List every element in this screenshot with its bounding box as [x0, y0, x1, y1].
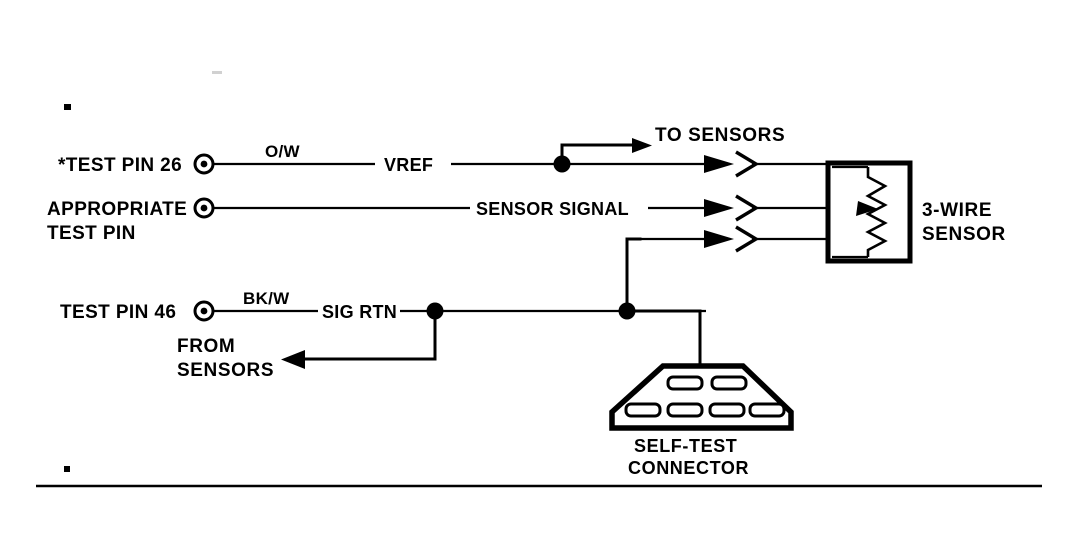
potentiometer-wiper-arrowhead-icon: [856, 201, 878, 216]
test-pin-26-label: *TEST PIN 26: [58, 155, 182, 176]
from-sensors-label-line2: SENSORS: [177, 360, 274, 381]
scan-speck-top: [64, 104, 71, 110]
from-sensors-label-line1: FROM: [177, 336, 235, 357]
test-pin-46-label: TEST PIN 46: [60, 302, 176, 323]
scan-speck-bottom: [64, 466, 70, 472]
wire-vref-branch-to-sensors: [560, 143, 634, 166]
wire-sig-rtn-down-to-connector: [625, 309, 702, 372]
connector-slot-bottom-2[interactable]: [666, 402, 704, 418]
vref-line-arrowhead-icon: [704, 155, 734, 173]
self-test-connector-label-line1: SELF-TEST: [634, 436, 737, 456]
connector-slot-bottom-4[interactable]: [748, 402, 786, 418]
self-test-connector-label-line2: CONNECTOR: [628, 458, 749, 478]
test-point-26-center-icon: [200, 160, 208, 168]
potentiometer-zigzag-icon: [865, 167, 888, 257]
scan-speck-faint: [212, 71, 222, 74]
sensor-signal-arrowhead-icon: [704, 199, 734, 217]
to-sensors-arrowhead-icon: [632, 138, 652, 153]
to-sensors-label: TO SENSORS: [655, 125, 785, 146]
three-wire-sensor-label-line1: 3-WIRE: [922, 200, 992, 221]
sig-rtn-arrowhead-icon: [704, 230, 734, 248]
vref-label: VREF: [384, 155, 433, 175]
connector-slot-top-1[interactable]: [666, 375, 704, 391]
sensor-signal-label: SENSOR SIGNAL: [476, 199, 629, 219]
connector-slot-bottom-3[interactable]: [708, 402, 746, 418]
connector-slot-bottom-1[interactable]: [624, 402, 662, 418]
appropriate-test-pin-label-line2: TEST PIN: [47, 223, 136, 244]
wire-from-sensors-branch: [303, 309, 437, 361]
wire-code-ow-label: O/W: [265, 142, 301, 161]
from-sensors-arrowhead-icon: [281, 350, 305, 369]
wire-sig-rtn-up-to-sensor-line: [625, 237, 642, 313]
appropriate-test-pin-label-line1: APPROPRIATE: [47, 199, 187, 220]
connector-slot-top-2[interactable]: [710, 375, 748, 391]
sig-rtn-label: SIG RTN: [322, 302, 397, 322]
three-wire-sensor-label-line2: SENSOR: [922, 224, 1006, 245]
self-test-connector-body[interactable]: [609, 363, 794, 431]
test-point-46-center-icon: [200, 307, 208, 315]
test-point-appropriate-center-icon: [200, 204, 208, 212]
wire-code-bkw-label: BK/W: [243, 289, 290, 308]
